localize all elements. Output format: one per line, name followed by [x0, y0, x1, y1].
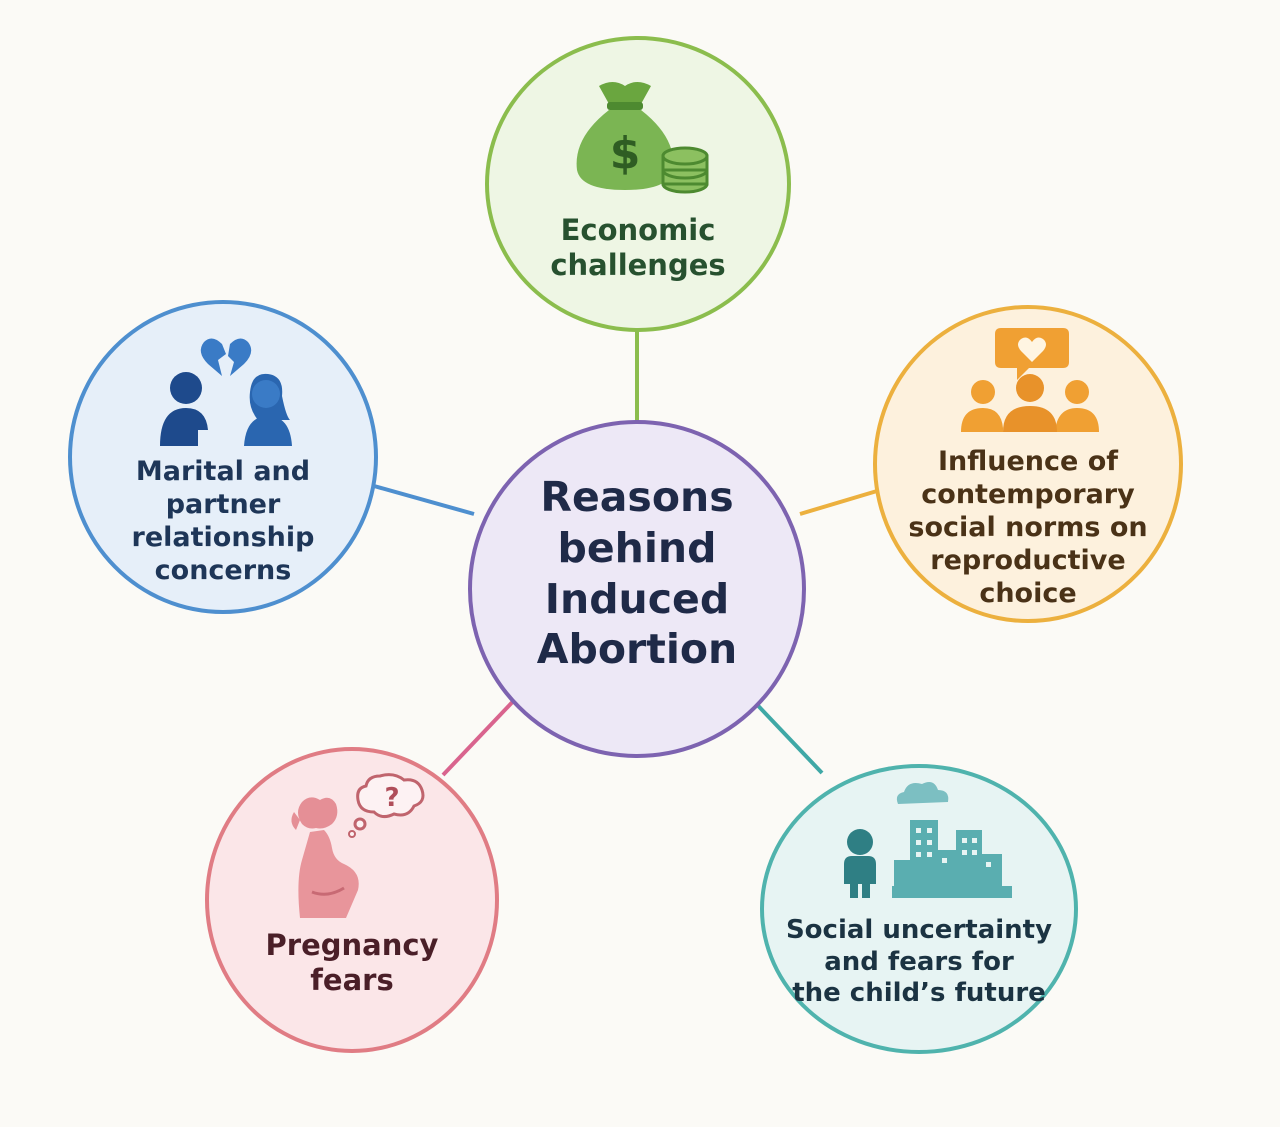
- connector-social: [744, 691, 824, 775]
- node-marital: [68, 300, 378, 614]
- svg-text:$: $: [610, 128, 641, 179]
- center-title: Reasons behind Induced Abortion: [536, 473, 738, 674]
- connector-pregnancy: [441, 691, 523, 777]
- node-economic-label: Economic challenges: [550, 213, 726, 283]
- node-norms-label: Influence of contemporary social norms o…: [908, 446, 1148, 609]
- connector-marital: [373, 484, 475, 516]
- node-social-label: Social uncertainty and fears for the chi…: [785, 915, 1053, 1009]
- broken-heart-couple-icon: [160, 338, 292, 446]
- center-node: [468, 420, 806, 758]
- node-marital-label: Marital and partner relationship concern…: [131, 456, 315, 586]
- node-social: [760, 764, 1078, 1054]
- node-pregnancy-label: Pregnancy fears: [265, 928, 439, 998]
- connector-norms: [799, 489, 878, 516]
- money-bag-icon: $: [576, 82, 709, 194]
- svg-text:?: ?: [384, 783, 399, 813]
- group-heart-speech-icon: [961, 328, 1099, 432]
- pregnant-woman-question-icon: ?: [291, 773, 425, 918]
- child-city-icon: [844, 782, 1012, 898]
